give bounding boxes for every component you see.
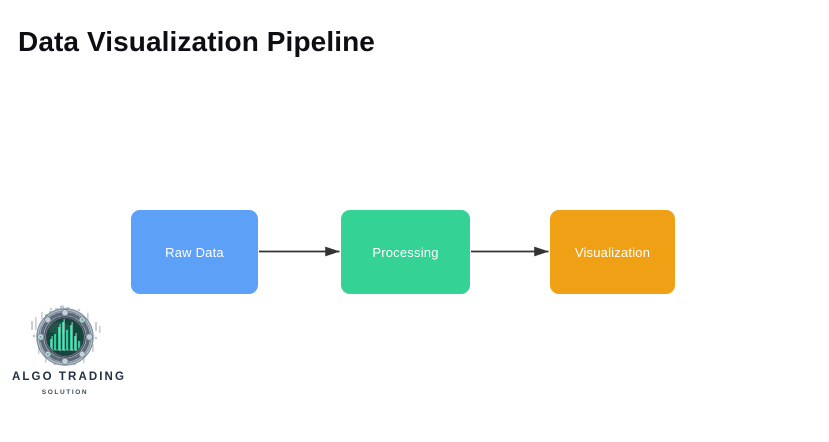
- flow-node-visualization-label: Visualization: [574, 244, 651, 260]
- flow-node-visualization[interactable]: Visualization: [550, 210, 675, 294]
- flow-node-raw-data-label: Raw Data: [165, 244, 224, 260]
- logo-tagline: SOLUTION: [41, 389, 89, 396]
- flow-node-raw-data[interactable]: Raw Data: [131, 210, 258, 294]
- logo-wordmark: ALGO TRADING: [12, 371, 126, 383]
- flow-node-processing[interactable]: Processing: [341, 210, 470, 294]
- brand-logo: ALGO TRADING SOLUTION: [12, 303, 126, 403]
- page-title: Data Visualization Pipeline: [18, 26, 375, 57]
- flow-node-processing-label: Processing: [372, 244, 439, 260]
- algo-trading-globe-emblem-icon: [31, 305, 101, 366]
